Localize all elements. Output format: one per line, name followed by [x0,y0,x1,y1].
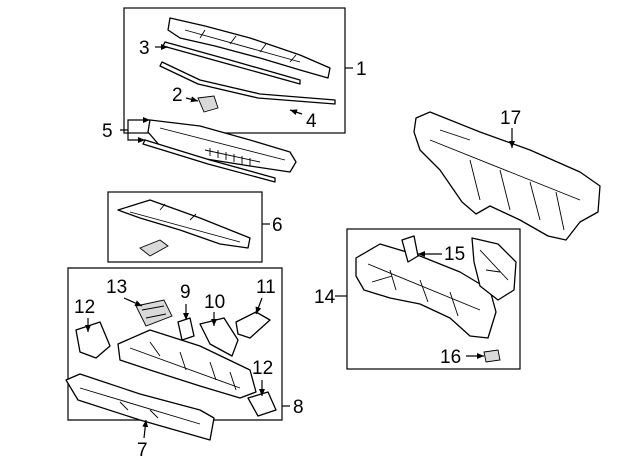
callout-8: 8 [293,397,304,418]
cowl-seal-part [142,139,276,183]
group-1-cowl-panel [123,7,346,134]
callout-10: 10 [204,292,225,313]
callout-5: 5 [102,121,113,142]
group-1-box [123,7,346,134]
callout-4: 4 [306,111,317,132]
callout-13: 13 [106,277,127,298]
callout-12-right: 12 [252,358,273,379]
callout-9: 9 [180,282,191,303]
callout-15: 15 [444,244,465,265]
bracket-part-10 [199,317,239,357]
dash-panel-part-17 [413,111,601,241]
dash-panel-upper-part [413,111,601,241]
group-8-dash-lower [65,267,283,441]
group-8-box [67,267,283,421]
bracket-part-9 [177,317,195,341]
bracket-part-11 [235,311,271,339]
callout-14: 14 [314,287,336,308]
group-14-dash-panel [346,228,521,370]
callout-2: 2 [172,85,183,106]
cowl-lower-panel-group [142,119,297,183]
cowl-cover-part [117,199,251,249]
dash-panel-part-14 [355,243,497,339]
weatherstrip-part-4 [159,61,336,105]
group-6-box [107,191,263,263]
callout-17: 17 [500,108,521,129]
callout-11: 11 [256,277,276,298]
cowl-bracket-part [139,239,169,257]
callout-16: 16 [440,347,461,368]
callout-12-left: 12 [74,297,95,318]
callout-6: 6 [272,215,283,236]
clip-part-2 [197,95,219,113]
callout-7: 7 [137,440,148,461]
group-6-cowl-cover [107,191,263,263]
leader-lines [85,44,515,439]
clip-part-16 [483,349,501,363]
cowl-lower-panel-part [147,119,297,173]
crossmember-part-7 [65,373,215,441]
callout-numbers: 1 2 3 4 5 6 7 8 9 10 11 12 12 13 14 15 1… [74,38,521,461]
callout-3: 3 [139,38,150,59]
insulator-part-13 [135,299,173,327]
group-14-box [346,228,521,370]
bracket-part-12-left [75,321,111,359]
callout-1: 1 [356,59,367,80]
